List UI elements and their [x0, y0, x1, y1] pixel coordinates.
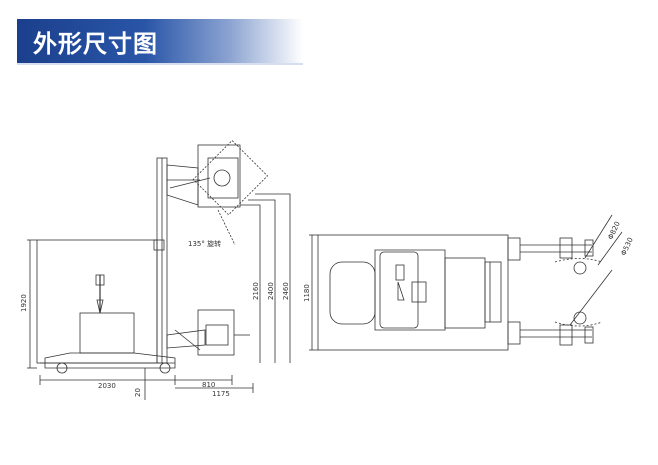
dim-h3: 2460 [282, 282, 290, 300]
rotation-label: 135° 旋转 [188, 239, 221, 248]
dim-width-body: 2030 [98, 382, 116, 390]
upper-clamp [166, 139, 269, 246]
side-view [27, 139, 291, 400]
console [374, 249, 446, 331]
dim-diameter-820: Φ820 [607, 220, 622, 240]
wheel-front [159, 362, 171, 374]
top-view [309, 214, 623, 351]
section-title: 外形尺寸图 [33, 30, 158, 58]
dim-offset: 20 [134, 388, 142, 397]
dim-diameter-530: Φ530 [620, 236, 635, 256]
wheel-rear [56, 362, 68, 374]
banner-underline [17, 63, 303, 65]
section-banner: 外形尺寸图 [17, 19, 303, 63]
dim-top-width: 1180 [303, 284, 311, 302]
top-body-outline [317, 234, 509, 351]
chassis [44, 352, 176, 369]
dim-height-left: 1920 [20, 294, 28, 312]
dim-h1: 2160 [252, 282, 260, 300]
seat [329, 261, 376, 325]
dim-arm-width: 1175 [212, 390, 230, 398]
battery-box [79, 312, 135, 354]
drum-arc-bottom [554, 321, 603, 327]
drum-arc-top [554, 258, 603, 263]
drum [197, 309, 235, 356]
lower-clamp [166, 309, 235, 356]
dim-h2: 2400 [267, 282, 275, 300]
dim-overhang: 810 [202, 381, 215, 389]
